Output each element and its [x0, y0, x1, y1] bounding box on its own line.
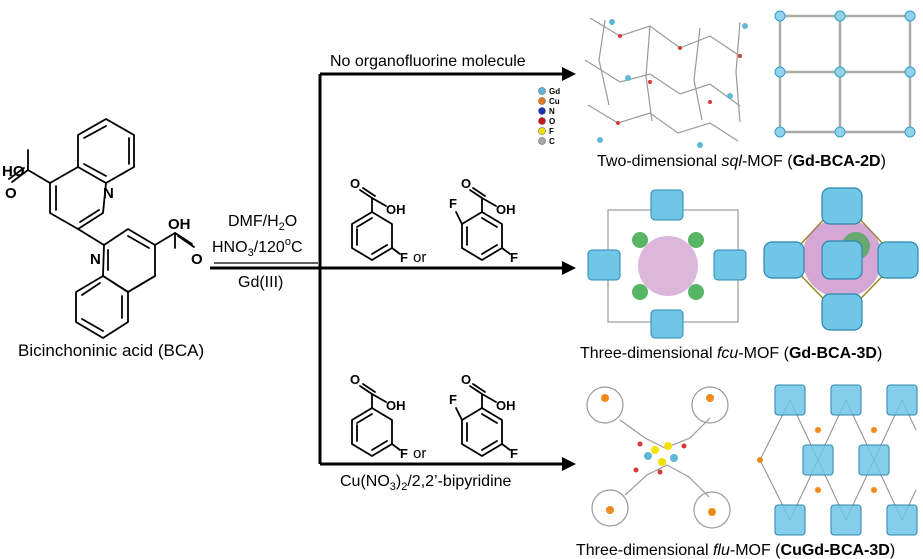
- mod-bot-b-o: O: [461, 372, 471, 387]
- atom-label-ho: HO: [2, 163, 25, 180]
- flu-node: [774, 384, 806, 416]
- legend-label-cu: Cu: [549, 97, 560, 106]
- element-legend: Gd Cu N O F C: [538, 87, 560, 146]
- mod-bot-b-oh: OH: [496, 398, 516, 413]
- flu-node: [886, 504, 918, 536]
- fcu-node: [877, 241, 919, 279]
- sql-node: [774, 66, 786, 78]
- sql-node: [904, 126, 916, 138]
- product-label-gd-bca-2d: Two-dimensional sql-MOF (Gd-BCA-2D): [597, 153, 886, 170]
- atom-label-oh-lower: OH: [168, 216, 191, 233]
- product-label-cugd-bca-3d: Three-dimensional flu-MOF (CuGd-BCA-3D): [576, 542, 895, 559]
- modulator-2-6-difluorobenzoic-acid: [455, 187, 511, 261]
- sql-node: [904, 66, 916, 78]
- branch-bottom-reagent: Cu(NO3)2/2,2’-bipyridine: [340, 473, 512, 493]
- legend-label-f: F: [549, 127, 554, 136]
- mod-bot-or: or: [413, 445, 426, 462]
- mod-bot-a-f: F: [400, 446, 408, 461]
- sql-node: [834, 66, 846, 78]
- flu-node: [886, 384, 918, 416]
- mod-mid-b-o: O: [461, 176, 471, 191]
- structure-image-gd-bca-2d: [584, 17, 748, 148]
- atom-label-n-upper: N: [103, 185, 114, 202]
- fcu-node: [821, 187, 863, 225]
- mod-mid-a-f: F: [400, 250, 408, 265]
- topology-net-sql: [774, 10, 916, 138]
- legend-label-c: C: [549, 137, 555, 146]
- atom-label-n-lower: N: [90, 251, 101, 268]
- legend-dot-n: [538, 107, 546, 115]
- fcu-node: [763, 241, 805, 279]
- legend-dot-gd: [538, 87, 546, 95]
- legend-dot-cu: [538, 97, 546, 105]
- fcu-node: [821, 240, 863, 280]
- mod-bot-a-oh: OH: [386, 398, 406, 413]
- ligand-name: Bicinchoninic acid (BCA): [18, 341, 204, 360]
- fcu-node: [821, 293, 863, 331]
- legend-dot-c: [538, 137, 546, 145]
- branching-arrows: [210, 67, 576, 471]
- mod-bot-a-o: O: [350, 372, 360, 387]
- sql-node: [774, 126, 786, 138]
- legend-label-gd: Gd: [549, 87, 560, 96]
- branch-top-label: No organofluorine molecule: [330, 53, 526, 70]
- condition-solvent: DMF/H2O: [228, 213, 297, 233]
- condition-acid-temperature: HNO3/120oC: [212, 236, 303, 259]
- bca-ligand-structure: [8, 118, 195, 339]
- mod-mid-or: or: [413, 249, 426, 266]
- mod-mid-b-f-top: F: [449, 196, 457, 211]
- mod-mid-b-f-bottom: F: [510, 250, 518, 265]
- mod-bot-b-f-bottom: F: [510, 446, 518, 461]
- legend-dot-o: [538, 117, 546, 125]
- mod-bot-b-f-top: F: [449, 392, 457, 407]
- legend-label-o: O: [549, 117, 555, 126]
- topology-net-fcu: [763, 187, 919, 331]
- product-label-gd-bca-3d: Three-dimensional fcu-MOF (Gd-BCA-3D): [580, 345, 882, 362]
- condition-metal: Gd(III): [238, 274, 283, 291]
- structure-image-cugd-bca-3d: [586, 386, 731, 529]
- legend-dot-f: [538, 127, 546, 135]
- modulator-2-fluorobenzoic-acid: [351, 187, 401, 261]
- flu-node: [830, 504, 862, 536]
- sql-node: [834, 126, 846, 138]
- atom-label-o-lower: O: [191, 251, 203, 268]
- modulator-2-fluorobenzoic-acid-bottom: [351, 383, 401, 457]
- topology-net-flu: [757, 384, 918, 536]
- modulator-2-6-difluorobenzoic-acid-bottom: [455, 383, 511, 457]
- mod-mid-a-o: O: [350, 176, 360, 191]
- mod-mid-a-oh: OH: [386, 202, 406, 217]
- atom-label-o-upper: O: [5, 185, 17, 202]
- flu-node: [858, 444, 890, 476]
- sql-node: [904, 10, 916, 22]
- sql-node: [774, 10, 786, 22]
- flu-node: [802, 444, 834, 476]
- sql-node: [834, 10, 846, 22]
- structure-image-gd-bca-3d: [587, 189, 747, 339]
- flu-node: [830, 384, 862, 416]
- legend-label-n: N: [549, 107, 555, 116]
- mod-mid-b-oh: OH: [496, 202, 516, 217]
- flu-node: [774, 504, 806, 536]
